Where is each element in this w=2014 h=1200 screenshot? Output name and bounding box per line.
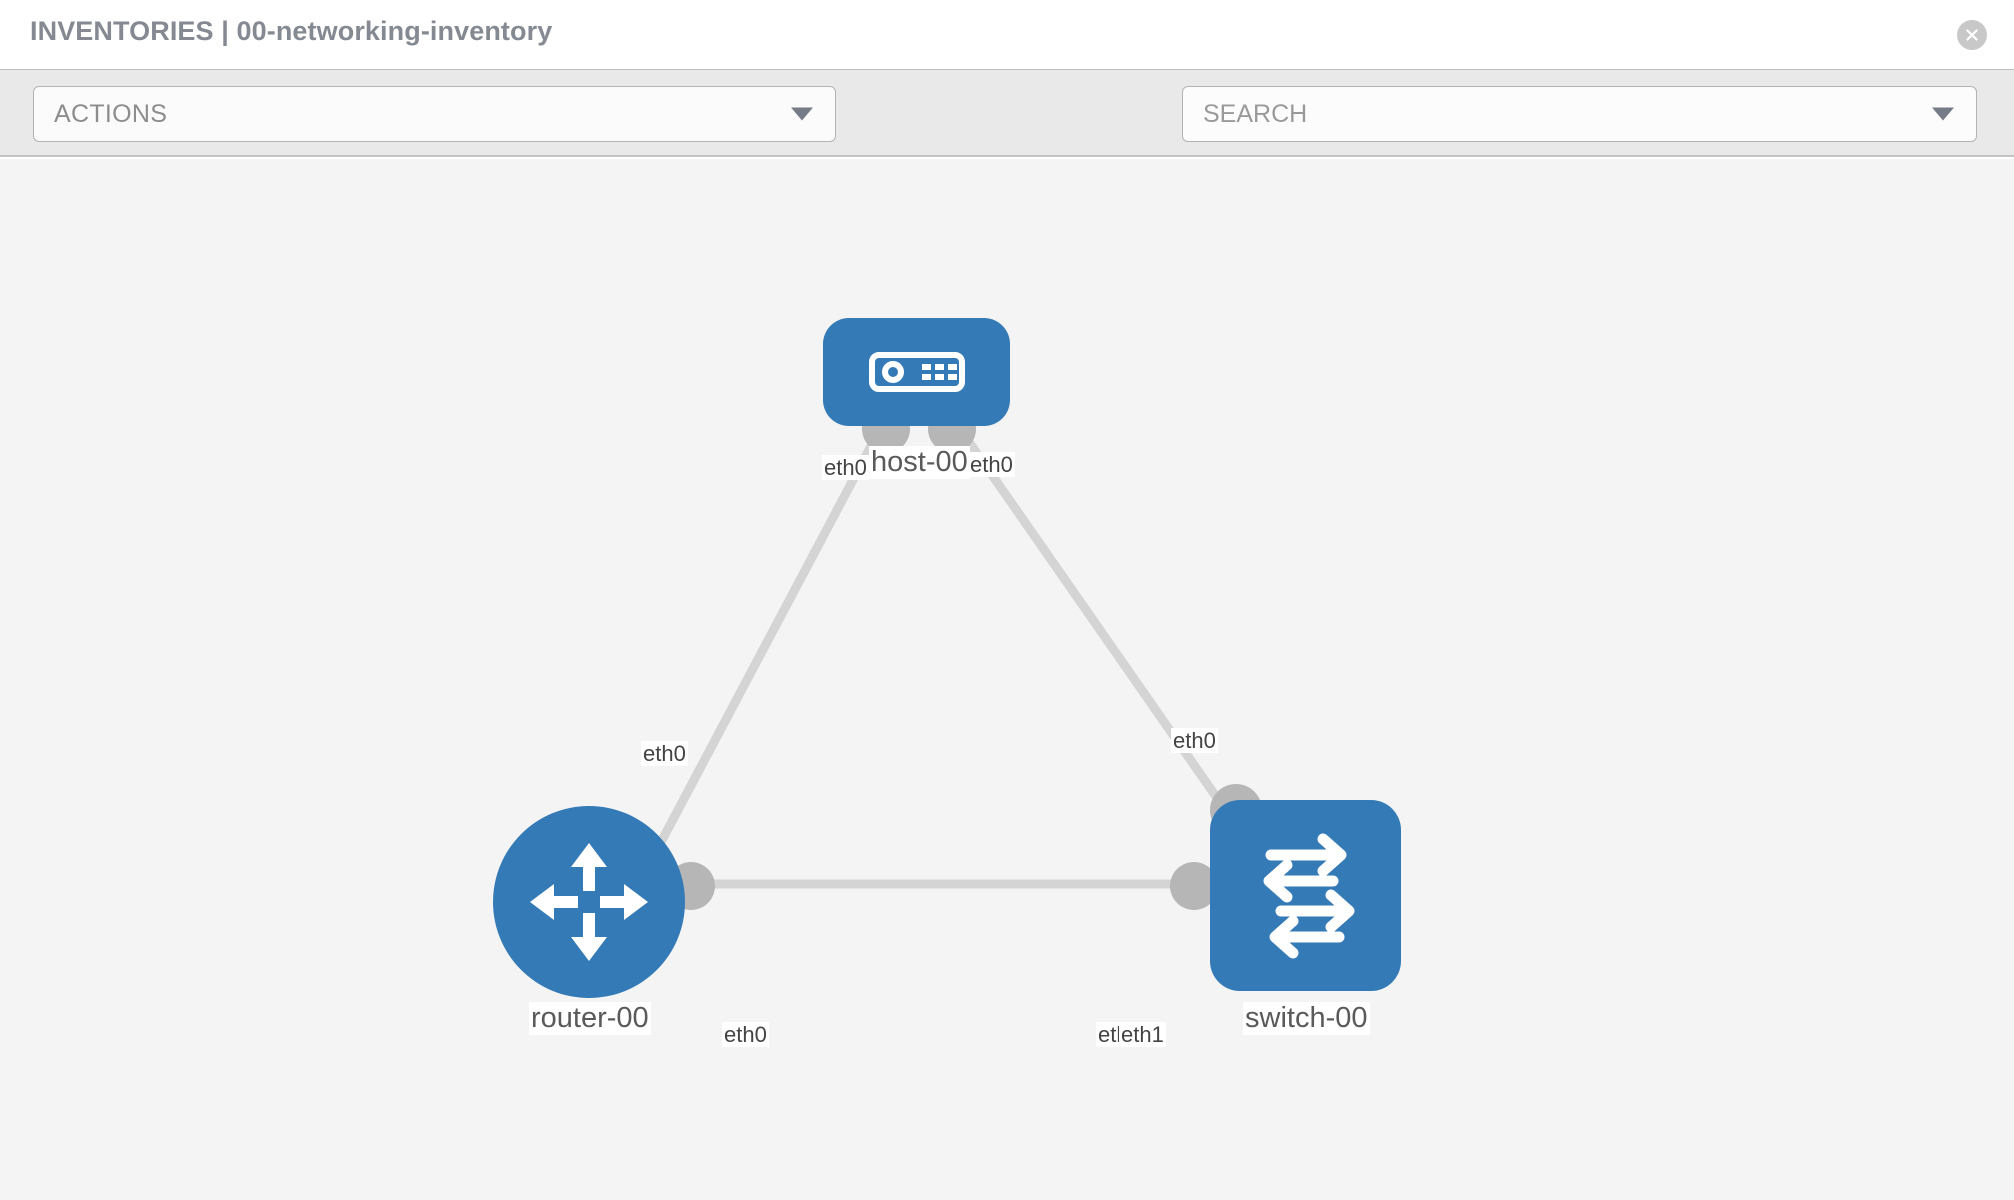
node-label-host-00: host-00 bbox=[869, 446, 970, 480]
connector-switch-left[interactable] bbox=[1170, 862, 1218, 910]
topology-canvas[interactable]: host-00 router-00 switch-00 eth0 eth0 et… bbox=[0, 159, 2014, 1200]
toolbar: ACTIONS bbox=[0, 69, 2014, 206]
topology-edges bbox=[656, 405, 1262, 910]
actions-dropdown[interactable]: ACTIONS bbox=[33, 86, 836, 142]
server-device-icon bbox=[868, 352, 965, 392]
edge-switch-host[interactable] bbox=[956, 426, 1244, 834]
switch-arrows-icon bbox=[1263, 833, 1354, 958]
edge-label-switch-left-b: eth1 bbox=[1119, 1022, 1166, 1048]
node-switch-00[interactable] bbox=[1210, 800, 1401, 991]
close-button[interactable] bbox=[1957, 20, 1987, 50]
page-title: INVENTORIES | 00-networking-inventory bbox=[30, 16, 553, 46]
node-router-00[interactable] bbox=[493, 806, 685, 998]
edge-label-router-to-host: eth0 bbox=[641, 741, 688, 767]
edge-label-host-left: eth0 bbox=[822, 455, 869, 481]
search-box[interactable] bbox=[1182, 86, 1977, 142]
close-icon bbox=[1966, 29, 1978, 41]
edge-label-switch-to-host: eth0 bbox=[1171, 728, 1218, 754]
chevron-down-icon[interactable] bbox=[1932, 107, 1954, 121]
edge-label-router-right: eth0 bbox=[722, 1022, 769, 1048]
search-input[interactable] bbox=[1203, 99, 1843, 129]
chevron-down-icon bbox=[791, 107, 813, 121]
page-header: INVENTORIES | 00-networking-inventory bbox=[0, 0, 2014, 69]
actions-dropdown-label: ACTIONS bbox=[54, 99, 168, 128]
edge-label-host-right: eth0 bbox=[968, 452, 1015, 478]
router-arrows-icon bbox=[530, 843, 648, 961]
node-host-00[interactable] bbox=[823, 318, 1010, 426]
node-label-switch-00: switch-00 bbox=[1243, 1002, 1370, 1036]
edge-router-host[interactable] bbox=[656, 426, 884, 847]
node-label-router-00: router-00 bbox=[529, 1002, 651, 1036]
